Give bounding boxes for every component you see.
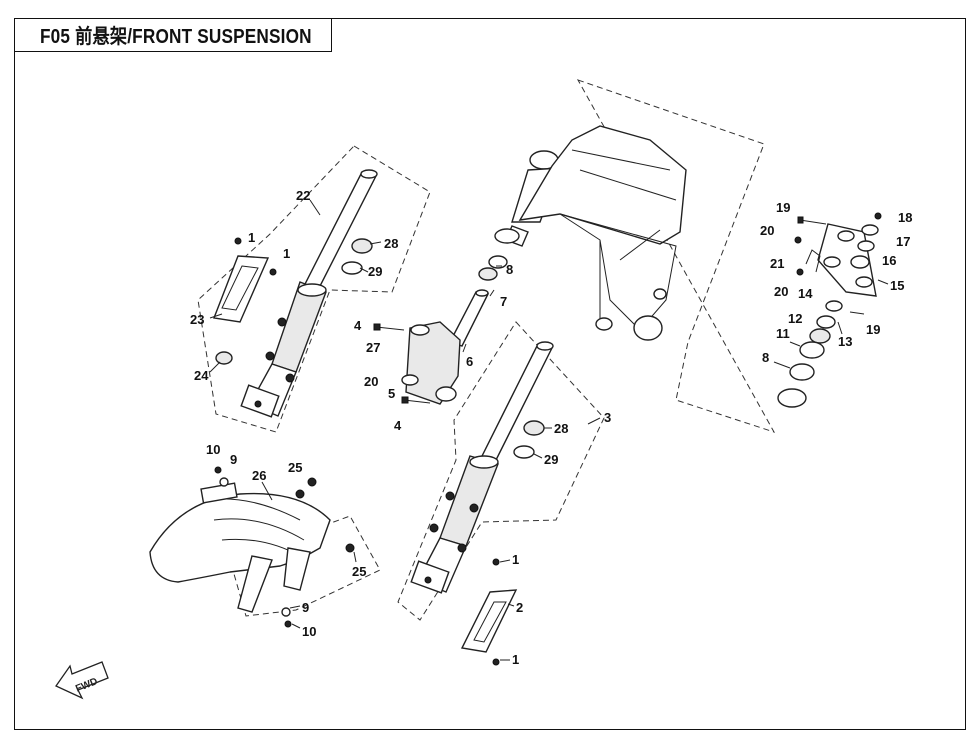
bearing-8-c: [777, 388, 807, 408]
callout-9-a: 9: [230, 452, 237, 467]
callout-17: 17: [896, 234, 910, 249]
callout-28-b: 28: [554, 421, 568, 436]
right-fork-guard-2: [460, 589, 518, 653]
bolt-10-a: [214, 466, 222, 474]
bolt-20-b: [796, 268, 804, 276]
bolt-1-b: [269, 268, 277, 276]
callout-6: 6: [466, 354, 473, 369]
callout-12: 12: [788, 311, 802, 326]
bolt-19-b: [849, 311, 865, 315]
bolt-20-a: [794, 236, 802, 244]
clip-21: [805, 249, 821, 273]
callout-4-b: 4: [394, 418, 402, 433]
callout-18: 18: [898, 210, 912, 225]
callout-8-a: 8: [506, 262, 513, 277]
callout-11: 11: [776, 326, 790, 341]
right-fork-tube-3: [410, 341, 554, 594]
dust-seal-29-a: [341, 261, 363, 275]
front-fender-26: [149, 482, 331, 613]
callout-20-c: 20: [774, 284, 788, 299]
callout-10-a: 10: [206, 442, 220, 457]
callout-14: 14: [798, 286, 813, 301]
callout-20-b: 20: [760, 223, 774, 238]
callout-3: 3: [604, 410, 611, 425]
nut-24: [215, 351, 233, 365]
callout-25-b: 25: [352, 564, 366, 579]
callout-19-b: 19: [866, 322, 880, 337]
bearing-11: [799, 341, 825, 359]
callout-16: 16: [882, 253, 896, 268]
bearing-race-8-a: [488, 255, 508, 269]
callout-29-a: 29: [368, 264, 382, 279]
callout-25-a: 25: [288, 460, 302, 475]
right-fork-group-boundary: [397, 321, 605, 621]
steering-stem-6: [401, 289, 490, 405]
callout-21: 21: [770, 256, 784, 271]
bolt-1-c: [492, 558, 500, 566]
callout-13: 13: [838, 334, 852, 349]
callout-29-b: 29: [544, 452, 558, 467]
left-fork-guard-23: [213, 255, 270, 323]
callout-10-b: 10: [302, 624, 316, 639]
bolt-1-d: [492, 658, 500, 666]
callout-8-b: 8: [762, 350, 769, 365]
frame-body: [494, 125, 687, 341]
nut-12: [816, 315, 836, 329]
callout-24: 24: [194, 368, 209, 383]
callout-23: 23: [190, 312, 204, 327]
washer-9-b: [281, 607, 291, 617]
callout-28-a: 28: [384, 236, 398, 251]
washer-13: [809, 328, 831, 344]
part-14: [825, 300, 843, 312]
washer-16: [857, 240, 875, 252]
callout-labels: 1 1 22 28 29 23 24 4 27 20 5 4 6 7 8 3 2…: [190, 188, 912, 667]
leader-lines: [209, 199, 889, 661]
callout-22: 22: [296, 188, 310, 203]
bolt-25-c: [345, 543, 355, 553]
dust-seal-29-b: [513, 445, 535, 459]
callout-26: 26: [252, 468, 266, 483]
cap-18: [874, 212, 882, 220]
callout-2: 2: [516, 600, 523, 615]
bolt-19-a: [799, 219, 827, 225]
bearing-race-8-b: [789, 363, 815, 381]
bolts-4: [373, 323, 431, 404]
callout-4-a: 4: [354, 318, 362, 333]
page-title: F05 前悬架/FRONT SUSPENSION: [40, 26, 312, 48]
callout-1-d: 1: [512, 652, 519, 667]
nut-17: [861, 224, 879, 236]
oil-seal-28-a: [351, 238, 373, 254]
callout-1-a: 1: [248, 230, 255, 245]
callout-27: 27: [366, 340, 380, 355]
frame-boundary: [576, 79, 776, 433]
fwd-arrow-icon: FWD: [55, 661, 109, 700]
callout-1-b: 1: [283, 246, 290, 261]
callout-15: 15: [890, 278, 904, 293]
callout-9-b: 9: [302, 600, 309, 615]
left-fork-tube-22: [240, 169, 378, 418]
drawing-frame: [14, 18, 966, 730]
callout-7: 7: [500, 294, 507, 309]
bolt-25-b: [307, 477, 317, 487]
bearing-7: [478, 267, 498, 281]
callout-5: 5: [388, 386, 395, 401]
title-box: F05 前悬架/FRONT SUSPENSION: [14, 18, 332, 52]
callout-20-a: 20: [364, 374, 378, 389]
bolt-25-a: [295, 489, 305, 499]
bolt-19-a-head: [797, 216, 804, 224]
bolt-1-a: [234, 237, 242, 245]
washer-9-a: [219, 477, 229, 487]
bolt-10-b: [284, 620, 292, 628]
callout-19-a: 19: [776, 200, 790, 215]
oil-seal-28-b: [523, 420, 545, 436]
callout-1-c: 1: [512, 552, 519, 567]
